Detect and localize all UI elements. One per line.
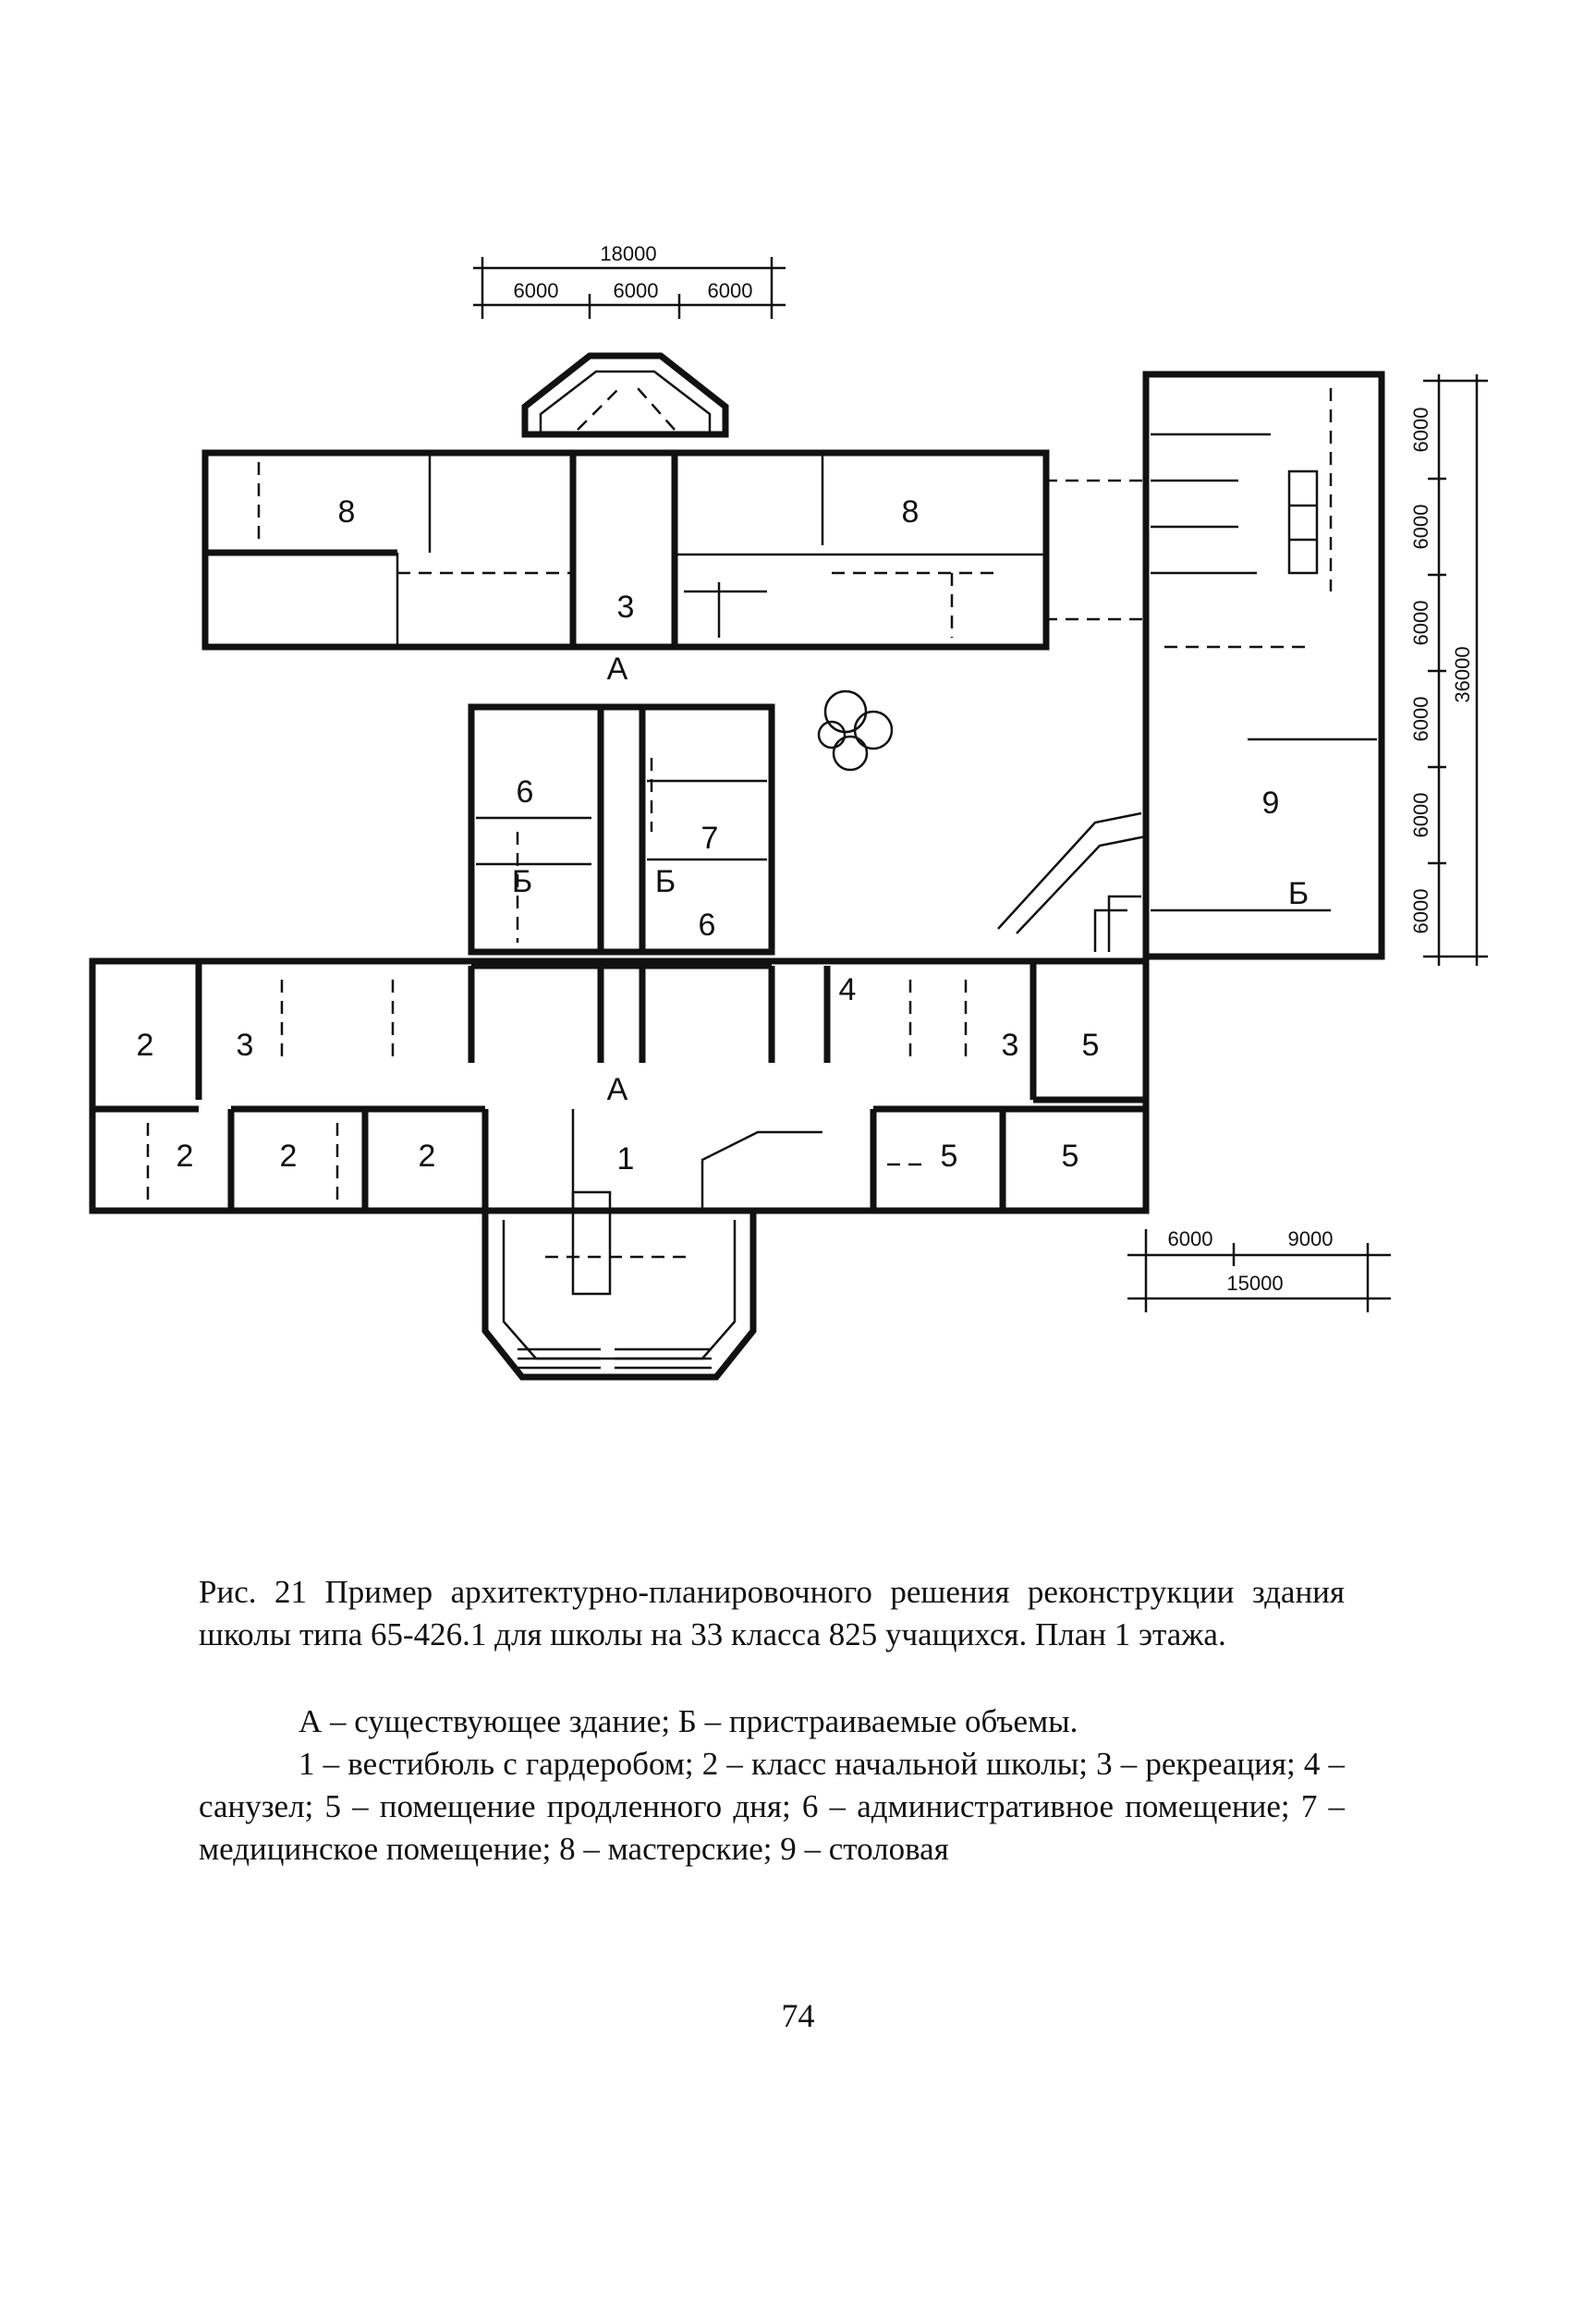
caption-legend-ab-block: А – существующее здание; Б – пристраивае… — [199, 1701, 1345, 1743]
caption-legend-ab: А – существующее здание; Б – пристраивае… — [298, 1703, 1078, 1739]
dimension-chain-bottom: 6000 9000 15000 — [1127, 1227, 1391, 1312]
caption-title: Рис. 21 Пример архитектурно-планировочно… — [199, 1574, 1345, 1652]
building-b-west-label: Б — [512, 864, 532, 899]
dim-right-seg-2: 6000 — [1409, 505, 1432, 550]
room-2-south-1-label: 2 — [177, 1139, 194, 1174]
dim-bottom-seg-2: 9000 — [1288, 1227, 1334, 1250]
room-8-east-label: 8 — [902, 494, 920, 530]
dim-right-seg-3: 6000 — [1409, 601, 1432, 646]
dim-right-seg-6: 6000 — [1409, 889, 1432, 934]
room-5-south-2-label: 5 — [1062, 1139, 1079, 1174]
room-7-label: 7 — [701, 821, 719, 856]
entrance-porch — [481, 1190, 757, 1381]
room-5-south-1-label: 5 — [941, 1139, 958, 1174]
room-2-south-3-label: 2 — [419, 1139, 436, 1174]
room-6-east-label: 6 — [699, 908, 716, 943]
dim-right-total: 36000 — [1451, 646, 1474, 702]
dim-right-seg-4: 6000 — [1409, 697, 1432, 742]
dim-bottom-total: 15000 — [1226, 1272, 1283, 1295]
caption-legend: 1 – вестибюль с гардеробом; 2 – класс на… — [199, 1746, 1345, 1867]
room-5-north-label: 5 — [1082, 1028, 1100, 1063]
room-2-west-label: 2 — [137, 1028, 154, 1063]
room-3-top-label: 3 — [617, 590, 635, 625]
existing-building-bottom-wing — [89, 957, 1150, 1214]
diagonal-connector — [997, 811, 1147, 952]
room-4-label: 4 — [839, 972, 857, 1007]
dining-block — [1044, 371, 1385, 960]
existing-building-top-wing — [201, 449, 1050, 651]
dim-bottom-seg-1: 6000 — [1168, 1227, 1213, 1250]
courtyard-trees — [817, 689, 894, 772]
page-number: 74 — [781, 1997, 815, 2034]
dimension-chain-top: 18000 6000 6000 6000 — [473, 242, 786, 319]
building-b-east-label: Б — [1288, 876, 1309, 911]
building-a-top-label: А — [607, 652, 628, 687]
dim-top-seg-1: 6000 — [514, 279, 559, 302]
top-octagonal-tower — [521, 352, 729, 438]
room-9-label: 9 — [1262, 786, 1280, 821]
room-2-south-2-label: 2 — [280, 1139, 298, 1174]
room-3-west-label: 3 — [237, 1028, 254, 1063]
central-block — [468, 703, 775, 956]
dimension-chain-right: 6000 6000 6000 6000 6000 6000 36000 — [1409, 374, 1488, 966]
building-a-bottom-label: А — [607, 1072, 628, 1107]
room-8-west-label: 8 — [338, 494, 356, 530]
dim-top-seg-2: 6000 — [614, 279, 659, 302]
room-3-east-label: 3 — [1002, 1028, 1019, 1063]
dim-top-total: 18000 — [600, 242, 656, 265]
room-labels: 8 8 3 А 6 7 Б Б 6 9 Б 2 3 4 3 5 А 2 2 2 … — [137, 494, 1310, 1176]
room-1-label: 1 — [617, 1141, 635, 1176]
room-6-west-label: 6 — [517, 774, 534, 810]
building-b-center-label: Б — [655, 864, 676, 899]
figure-caption: Рис. 21 Пример архитектурно-планировочно… — [199, 1571, 1345, 1656]
dim-top-seg-3: 6000 — [708, 279, 753, 302]
dim-right-seg-1: 6000 — [1409, 408, 1432, 453]
dim-right-seg-5: 6000 — [1409, 793, 1432, 838]
caption-legend-block: 1 – вестибюль с гардеробом; 2 – класс на… — [199, 1743, 1345, 1871]
